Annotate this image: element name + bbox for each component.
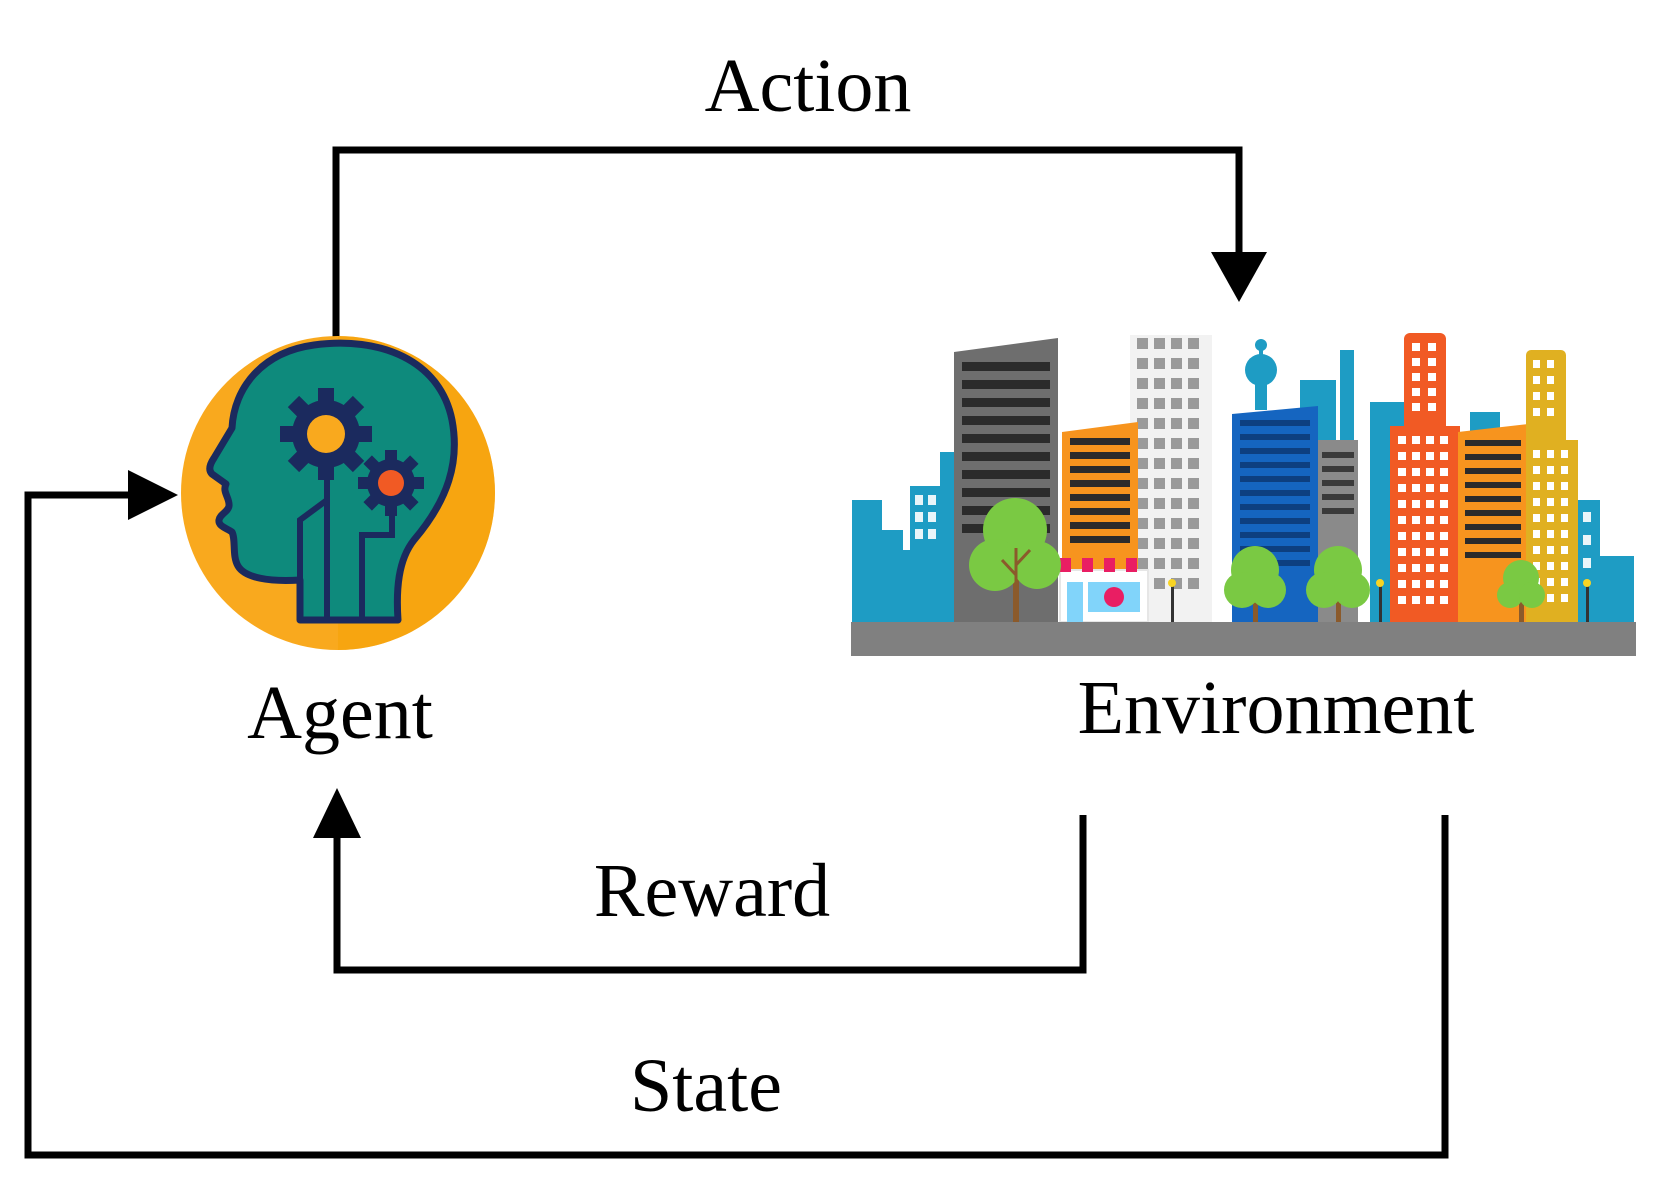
tree-icon (1497, 560, 1545, 622)
reward-arrow (333, 815, 1087, 974)
head-with-gears-icon (181, 336, 495, 650)
tree-icon (1224, 546, 1286, 622)
state-arrowhead (128, 470, 178, 520)
agent-label: Agent (247, 671, 433, 755)
action-arrow (332, 146, 1243, 343)
action-arrowhead (1211, 252, 1267, 302)
small-gear-icon (358, 450, 424, 516)
large-gear-icon (280, 388, 372, 480)
reward-arrowhead (313, 788, 361, 838)
city-skyline-icon (851, 333, 1636, 656)
tree-icon (1306, 546, 1370, 622)
state-label: State (630, 1044, 782, 1128)
tree-icon (969, 498, 1061, 622)
environment-label: Environment (1077, 666, 1475, 750)
reward-label: Reward (593, 849, 831, 933)
state-arrow (24, 491, 1449, 1159)
action-label: Action (704, 44, 912, 128)
